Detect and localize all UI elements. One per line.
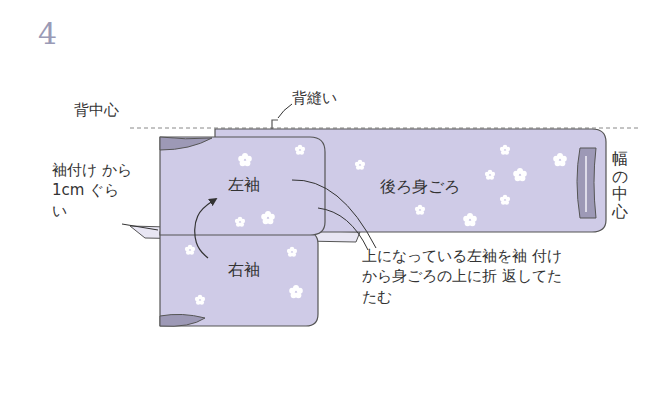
blossom <box>185 245 195 255</box>
leader-line <box>292 180 376 248</box>
blossom <box>463 213 477 226</box>
blossom <box>289 285 303 298</box>
blossom <box>485 170 495 180</box>
note: 袖付け から1cm ぐらい <box>52 160 132 221</box>
body-panel: 後ろ身ごろ <box>215 129 606 232</box>
label: 背縫い <box>292 88 337 108</box>
label: 背中心 <box>74 100 119 120</box>
sleeve-panel: 右袖 <box>160 232 318 326</box>
blossom <box>415 205 425 215</box>
label: 幅の中心 <box>612 150 628 220</box>
seam-mark <box>272 120 278 129</box>
blossom <box>500 195 510 205</box>
center-line <box>130 128 640 129</box>
step-number: 4 <box>38 14 57 55</box>
part-name: 右袖 <box>228 260 260 281</box>
note: 上になっている左袖を袖 付けから身ごろの上に折 返してたたむ <box>362 246 562 307</box>
leader-line <box>122 224 158 230</box>
leader-line <box>318 208 368 250</box>
fold-edge <box>585 156 587 212</box>
left-sleeve <box>160 137 325 235</box>
blossom <box>261 211 275 224</box>
sleeve-roll <box>160 314 205 326</box>
fold-arrow <box>195 199 216 258</box>
blossom <box>553 153 567 166</box>
leader-line <box>278 104 292 118</box>
part-name: 左袖 <box>228 175 260 196</box>
blossom <box>513 168 527 181</box>
fold-edge <box>577 148 596 218</box>
part-name: 後ろ身ごろ <box>380 177 460 198</box>
sleeve-panel: 左袖 <box>160 137 325 235</box>
blossom <box>287 247 297 257</box>
blossom <box>235 217 245 227</box>
sleeve-roll <box>160 137 212 150</box>
blossom <box>355 160 365 170</box>
blossom <box>195 295 205 305</box>
blossom <box>238 153 252 166</box>
blossom <box>295 145 305 155</box>
right-sleeve <box>160 232 318 326</box>
blossom <box>500 145 510 155</box>
